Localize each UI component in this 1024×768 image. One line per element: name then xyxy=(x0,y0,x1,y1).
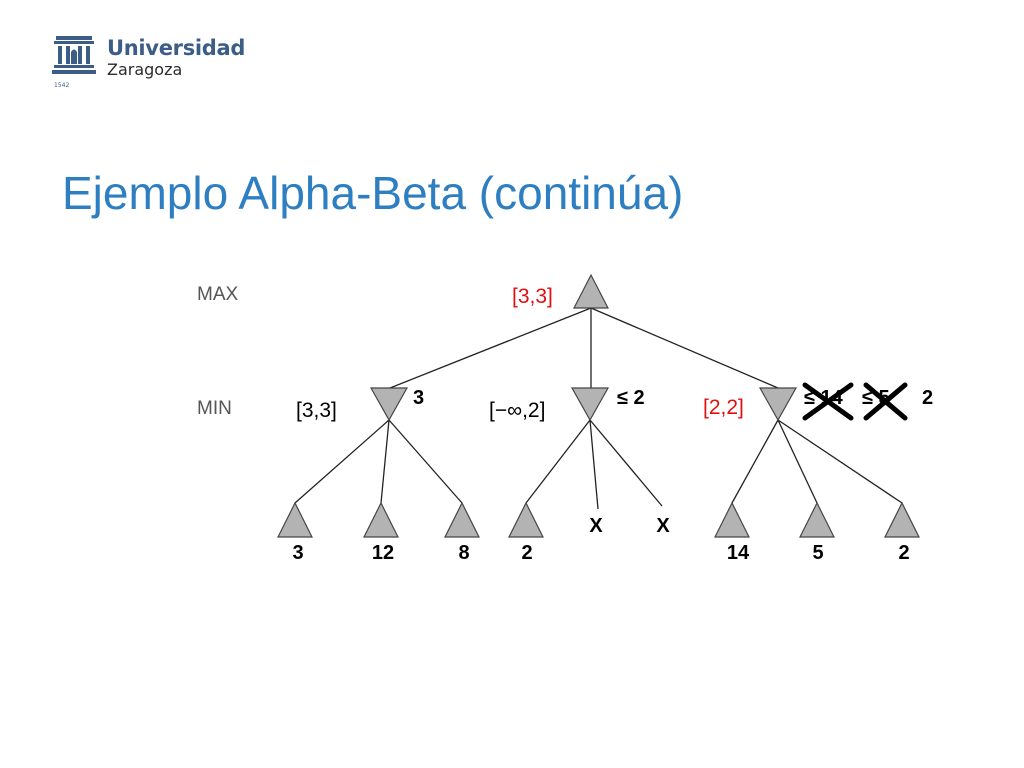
logo-city-name: Zaragoza xyxy=(107,60,183,79)
edge-min1-leaf1 xyxy=(294,419,390,504)
root-max-node xyxy=(573,273,609,309)
edge-min2-leaf5 xyxy=(589,419,599,510)
leaf-node-8 xyxy=(799,501,835,538)
leaf-node-7 xyxy=(714,501,750,538)
leaf-node-1 xyxy=(277,501,313,538)
leaf-value-9: 2 xyxy=(898,542,909,564)
leaf-value-4: 2 xyxy=(521,542,532,564)
min-node-1-interval: [3,3] xyxy=(296,399,337,422)
min-level-label: MIN xyxy=(197,398,232,419)
min-node-3-interval: [2,2] xyxy=(703,396,744,419)
edge-min2-leaf4 xyxy=(525,419,591,504)
leaf-value-3: 8 xyxy=(458,542,469,564)
logo-university-name: Universidad xyxy=(107,36,246,60)
cross-out-icon xyxy=(863,382,908,421)
edge-min2-leaf6 xyxy=(589,419,663,507)
max-level-label: MAX xyxy=(197,284,239,305)
edge-min3-leaf7 xyxy=(731,419,779,504)
edge-min1-leaf3 xyxy=(388,419,463,504)
building-icon xyxy=(52,36,96,74)
edge-min3-leaf8 xyxy=(777,419,818,504)
min-node-3-value: 2 xyxy=(922,387,933,409)
min-node-2 xyxy=(570,387,610,422)
leaf-node-3 xyxy=(444,501,480,538)
pruned-leaf-6: X xyxy=(656,515,670,537)
logo-year: 1542 xyxy=(54,82,70,89)
edge-root-min1 xyxy=(389,307,592,389)
edge-min3-leaf9 xyxy=(777,419,903,504)
leaf-value-7: 14 xyxy=(727,542,750,564)
tree-edges xyxy=(294,307,903,510)
leaf-value-1: 3 xyxy=(292,542,303,564)
leaf-node-2 xyxy=(363,501,399,538)
min-node-2-value: ≤ 2 xyxy=(617,387,645,409)
min-node-2-interval: [−∞,2] xyxy=(489,399,545,422)
root-interval: [3,3] xyxy=(512,285,553,308)
leaf-value-2: 12 xyxy=(372,542,394,564)
min-node-1 xyxy=(369,387,409,422)
cross-out-icon xyxy=(802,382,854,421)
min-node-3 xyxy=(758,387,798,422)
min-node-1-value: 3 xyxy=(413,387,424,409)
leaf-node-4 xyxy=(508,501,544,538)
leaf-value-8: 5 xyxy=(812,542,823,564)
pruned-leaf-5: X xyxy=(589,515,603,537)
edge-root-min3 xyxy=(590,307,779,389)
university-logo: Universidad Zaragoza 1542 xyxy=(52,34,252,94)
slide-title: Ejemplo Alpha-Beta (continúa) xyxy=(62,167,684,219)
edge-min1-leaf2 xyxy=(380,419,390,504)
leaf-node-9 xyxy=(884,501,920,538)
